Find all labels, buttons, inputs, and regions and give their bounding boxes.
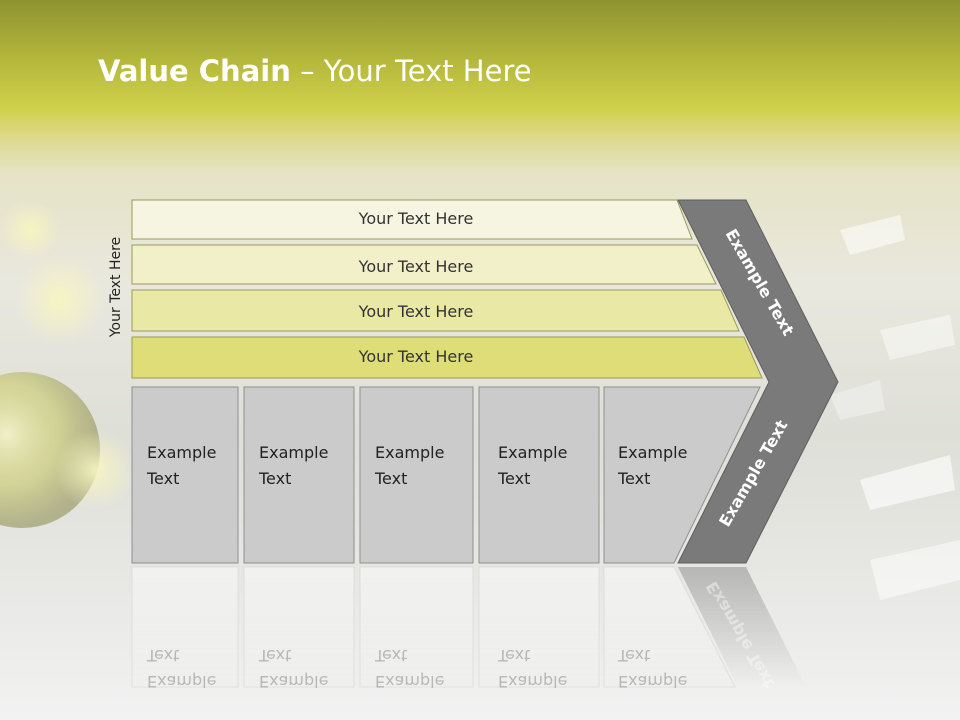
activity-box-2-line1: Example <box>259 443 328 462</box>
primary-activities: Example Text Example Text Example Text E… <box>131 386 761 564</box>
support-bar-4-label: Your Text Here <box>358 347 474 366</box>
activity-box-3 <box>359 386 474 564</box>
support-bar-3 <box>131 289 740 332</box>
activity-box-2-reflection-line1: Example <box>259 672 328 691</box>
activity-box-2 <box>243 386 355 564</box>
activity-box-3-reflection <box>359 566 474 688</box>
activity-box-3-line2: Text <box>374 469 407 488</box>
activity-box-2-line2: Text <box>258 469 291 488</box>
support-bar-2-label: Your Text Here <box>358 257 474 276</box>
activity-box-3-line1: Example <box>375 443 444 462</box>
support-bar-1 <box>131 199 693 240</box>
activity-box-3-reflection-line2: Text <box>374 646 407 665</box>
activity-box-2-reflection-line2: Text <box>258 646 291 665</box>
activity-box-1-reflection-line2: Text <box>146 646 179 665</box>
activity-box-2-reflection <box>243 566 355 688</box>
activity-box-4-line2: Text <box>497 469 530 488</box>
activity-box-1 <box>131 386 239 564</box>
activity-box-1-reflection <box>131 566 239 688</box>
support-bar-3-label: Your Text Here <box>358 302 474 321</box>
support-bar-2 <box>131 244 717 285</box>
activity-box-1-line2: Text <box>146 469 179 488</box>
activity-box-5-reflection-line2: Text <box>617 646 650 665</box>
chevron-shape <box>677 199 839 564</box>
title-bold: Value Chain <box>98 54 291 88</box>
activity-box-5-line1: Example <box>618 443 687 462</box>
activity-box-5-reflection-line1: Example <box>618 672 687 691</box>
support-bar-4 <box>131 336 763 379</box>
slide-title: Value Chain – Your Text Here <box>98 54 532 89</box>
activity-box-1-reflection-line1: Example <box>147 672 216 691</box>
activity-box-4-reflection <box>478 566 600 688</box>
activity-box-3-reflection-line1: Example <box>375 672 444 691</box>
chevron-reflection <box>678 567 806 687</box>
activity-box-1-line1: Example <box>147 443 216 462</box>
support-bar-1-label: Your Text Here <box>358 209 474 228</box>
activity-box-4 <box>478 386 600 564</box>
activity-box-5 <box>603 386 761 564</box>
activity-box-4-reflection-line2: Text <box>497 646 530 665</box>
activity-box-5-line2: Text <box>617 469 650 488</box>
activity-box-5-reflection <box>603 566 736 688</box>
support-bars: Your Text Here Your Text Here Your Text … <box>131 199 763 379</box>
activity-box-4-reflection-line1: Example <box>498 672 567 691</box>
reflection: Example Text Example Text Example Text E… <box>131 566 806 692</box>
title-rest: – Your Text Here <box>290 54 532 88</box>
activity-box-4-line1: Example <box>498 443 567 462</box>
